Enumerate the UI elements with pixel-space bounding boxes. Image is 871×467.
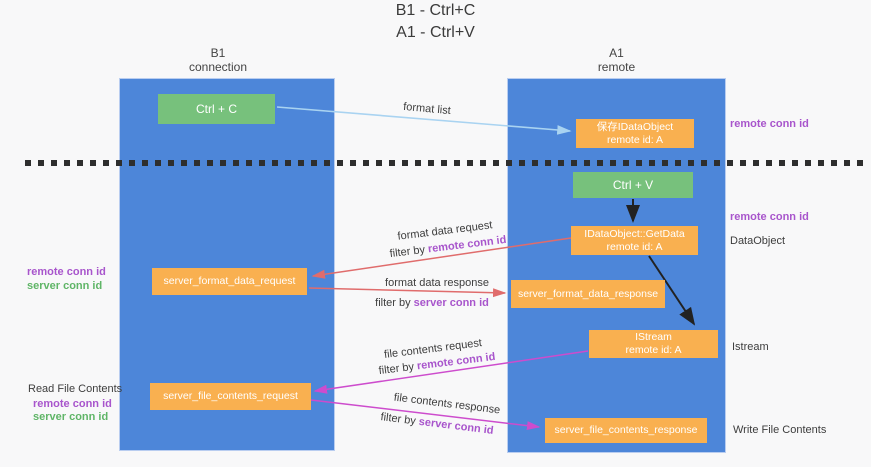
node-ctrl-c-label: Ctrl + C xyxy=(195,101,237,116)
node-save-idataobject-line1: 保存IDataObject xyxy=(596,120,674,133)
node-server-format-data-response-label: server_format_data_response xyxy=(517,287,659,300)
node-server-format-data-request-label: server_format_data_request xyxy=(163,275,296,287)
node-istream-line2: remote id: A xyxy=(625,344,682,356)
lane-header-b1: B1 connection xyxy=(110,46,326,74)
node-server-file-contents-request: server_file_contents_request xyxy=(150,383,311,410)
right-label-remote-conn-id-mid: remote conn id xyxy=(730,211,809,223)
node-server-format-data-request: server_format_data_request xyxy=(152,268,307,295)
edge-label-filter-by-server-1: filter by server conn id xyxy=(375,297,489,309)
edge-label-file-contents-response: file contents response xyxy=(393,391,501,417)
filter-by-text: filter by xyxy=(379,411,417,428)
right-label-dataobject: DataObject xyxy=(730,235,786,247)
lane-a1-title: A1 xyxy=(609,46,624,60)
filter-by-text: filter by xyxy=(375,297,411,309)
left-label-remote-conn-id-2: remote conn id xyxy=(33,398,112,410)
node-server-file-contents-response: server_file_contents_response xyxy=(545,418,707,443)
left-label-server-conn-id-1: server conn id xyxy=(27,280,103,292)
server-conn-id-term: server conn id xyxy=(413,297,489,309)
server-conn-id-term: server conn id xyxy=(418,415,495,437)
edge-label-filter-by-server-2: filter by server conn id xyxy=(380,411,494,437)
filter-by-text: filter by xyxy=(378,360,415,378)
node-save-idataobject-line2: remote id: A xyxy=(606,133,664,146)
node-istream-line1: IStream xyxy=(635,331,672,343)
node-ctrl-c: Ctrl + C xyxy=(158,94,275,124)
node-server-file-contents-response-label: server_file_contents_response xyxy=(554,424,698,436)
left-label-read-file-contents: Read File Contents xyxy=(28,383,123,395)
right-label-remote-conn-id-top: remote conn id xyxy=(730,118,809,130)
diagram-title: B1 - Ctrl+C A1 - Ctrl+V xyxy=(0,0,871,44)
node-getdata-line1: IDataObject::GetData xyxy=(584,227,685,240)
node-getdata-line2: remote id: A xyxy=(606,240,663,253)
node-istream: IStream remote id: A xyxy=(589,330,718,358)
node-idataobject-getdata: IDataObject::GetData remote id: A xyxy=(571,226,698,255)
section-divider-dashed-line xyxy=(25,160,863,166)
title-line-2: A1 - Ctrl+V xyxy=(396,24,475,41)
node-server-format-data-response: server_format_data_response xyxy=(511,280,665,308)
lane-header-a1: A1 remote xyxy=(507,46,726,74)
node-save-idataobject: 保存IDataObject remote id: A xyxy=(576,119,694,148)
lane-b1-title: B1 xyxy=(210,46,226,60)
edge-label-format-data-response: format data response xyxy=(385,277,489,289)
node-ctrl-v: Ctrl + V xyxy=(573,172,693,198)
left-label-server-conn-id-2: server conn id xyxy=(33,411,109,423)
edge-label-format-list: format list xyxy=(402,100,452,118)
right-label-write-file-contents: Write File Contents xyxy=(733,424,827,436)
right-label-istream: Istream xyxy=(732,341,769,353)
left-label-remote-conn-id-1: remote conn id xyxy=(27,266,106,278)
lane-a1-subtitle: remote xyxy=(597,60,636,74)
lane-b1-subtitle: connection xyxy=(188,60,248,74)
filter-by-text: filter by xyxy=(389,243,426,261)
title-line-1: B1 - Ctrl+C xyxy=(395,2,476,19)
node-server-file-contents-request-label: server_file_contents_request xyxy=(163,390,298,402)
node-ctrl-v-label: Ctrl + V xyxy=(612,177,654,192)
